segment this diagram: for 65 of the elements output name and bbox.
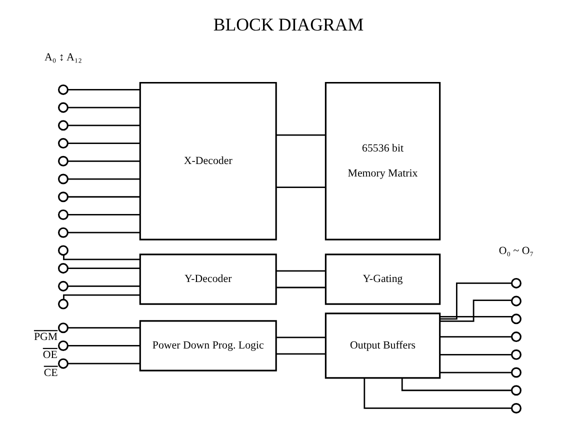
connector — [68, 327, 140, 329]
node-circle — [58, 209, 68, 220]
connector — [68, 214, 140, 216]
node-circle — [58, 84, 68, 95]
connector — [276, 336, 326, 338]
node-box: Output Buffers — [324, 312, 441, 379]
connector — [63, 294, 140, 300]
node-box: Y-Gating — [324, 254, 441, 305]
connector — [68, 285, 140, 287]
node-circle — [58, 102, 68, 113]
node-circle — [58, 120, 68, 131]
node-circle — [58, 156, 68, 166]
connector — [68, 178, 140, 180]
connector — [440, 282, 512, 320]
connector — [440, 336, 512, 338]
connector — [364, 378, 512, 409]
connector — [440, 372, 512, 374]
connector — [68, 89, 140, 90]
connector — [440, 316, 512, 318]
connector — [63, 254, 140, 260]
node-circle — [510, 314, 522, 324]
node-circle — [510, 385, 522, 396]
node-circle — [58, 227, 68, 238]
node-circle — [58, 322, 68, 334]
connector — [276, 186, 326, 188]
node-box: Power Down Prog. Logic — [139, 320, 277, 372]
node-circle — [58, 263, 68, 274]
connector — [276, 270, 326, 272]
node-circle — [510, 296, 522, 306]
node-label: PGM — [34, 331, 58, 344]
connector — [68, 160, 140, 162]
node-circle — [58, 245, 68, 256]
label: O₀ ~ O₇ — [498, 245, 534, 258]
node-label: CE — [44, 366, 58, 379]
diagram-title: BLOCK DIAGRAM — [213, 14, 364, 35]
node-circle — [510, 402, 522, 414]
connector — [440, 300, 512, 322]
node-circle — [58, 192, 68, 202]
node-circle — [510, 349, 522, 360]
connector — [68, 268, 140, 270]
connector — [276, 286, 326, 288]
node-circle — [58, 340, 68, 351]
connector — [440, 354, 512, 356]
node-circle — [58, 280, 68, 292]
node-label: OE — [42, 348, 58, 361]
connector — [68, 232, 140, 234]
node-circle — [510, 278, 522, 288]
connector — [68, 362, 140, 364]
node-circle — [58, 174, 68, 184]
node-circle — [510, 367, 522, 378]
connector — [68, 345, 140, 346]
connector — [276, 353, 326, 355]
connector — [68, 142, 140, 144]
connector — [68, 106, 140, 108]
node-box: Y-Decoder — [139, 254, 277, 305]
connector — [68, 196, 140, 198]
label: A₀ ↕ A₁₂ — [44, 52, 82, 64]
connector — [68, 124, 140, 126]
node-circle — [58, 298, 68, 310]
node-circle — [58, 138, 68, 149]
connector — [276, 134, 326, 136]
node-circle — [58, 358, 68, 369]
node-box: X-Decoder — [139, 82, 277, 240]
node-box: 65536 bit Memory Matrix — [324, 82, 441, 240]
node-circle — [510, 332, 522, 342]
